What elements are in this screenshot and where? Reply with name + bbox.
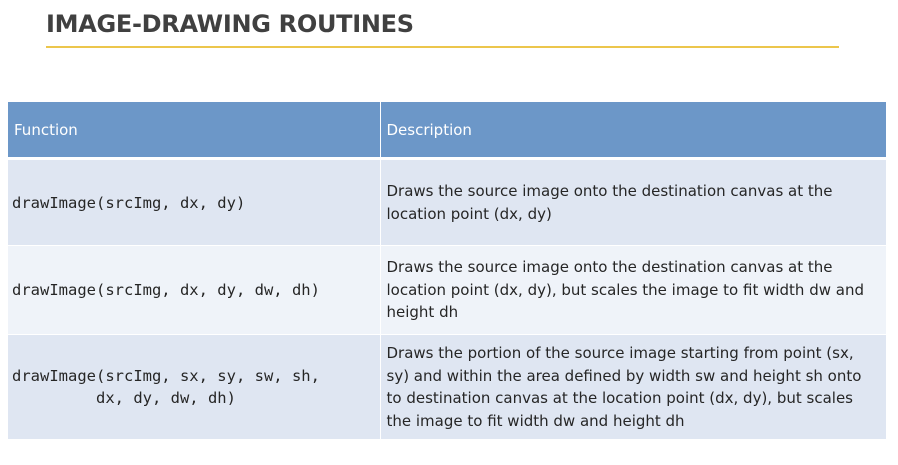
function-signature-cell: drawImage(srcImg, dx, dy, dw, dh): [8, 245, 381, 335]
slide-title: IMAGE-DRAWING ROUTINES: [46, 10, 414, 38]
routines-table: Function Description drawImage(srcImg, d…: [8, 102, 886, 440]
table-row: drawImage(srcImg, sx, sy, sw, sh, dx, dy…: [8, 334, 886, 440]
table-header-row: Function Description: [8, 102, 886, 160]
description-cell: Draws the source image onto the destinat…: [380, 158, 886, 246]
function-column-header: Function: [8, 102, 381, 160]
description-cell: Draws the source image onto the destinat…: [380, 245, 886, 335]
description-cell: Draws the portion of the source image st…: [380, 334, 886, 440]
routines-table-container: Function Description drawImage(srcImg, d…: [8, 102, 886, 440]
table-row: drawImage(srcImg, dx, dy) Draws the sour…: [8, 158, 886, 246]
table-row: drawImage(srcImg, dx, dy, dw, dh) Draws …: [8, 245, 886, 335]
description-column-header: Description: [380, 102, 886, 160]
function-signature-cell: drawImage(srcImg, dx, dy): [8, 158, 381, 246]
title-underline: [46, 46, 839, 48]
function-signature-cell: drawImage(srcImg, sx, sy, sw, sh, dx, dy…: [8, 334, 381, 440]
